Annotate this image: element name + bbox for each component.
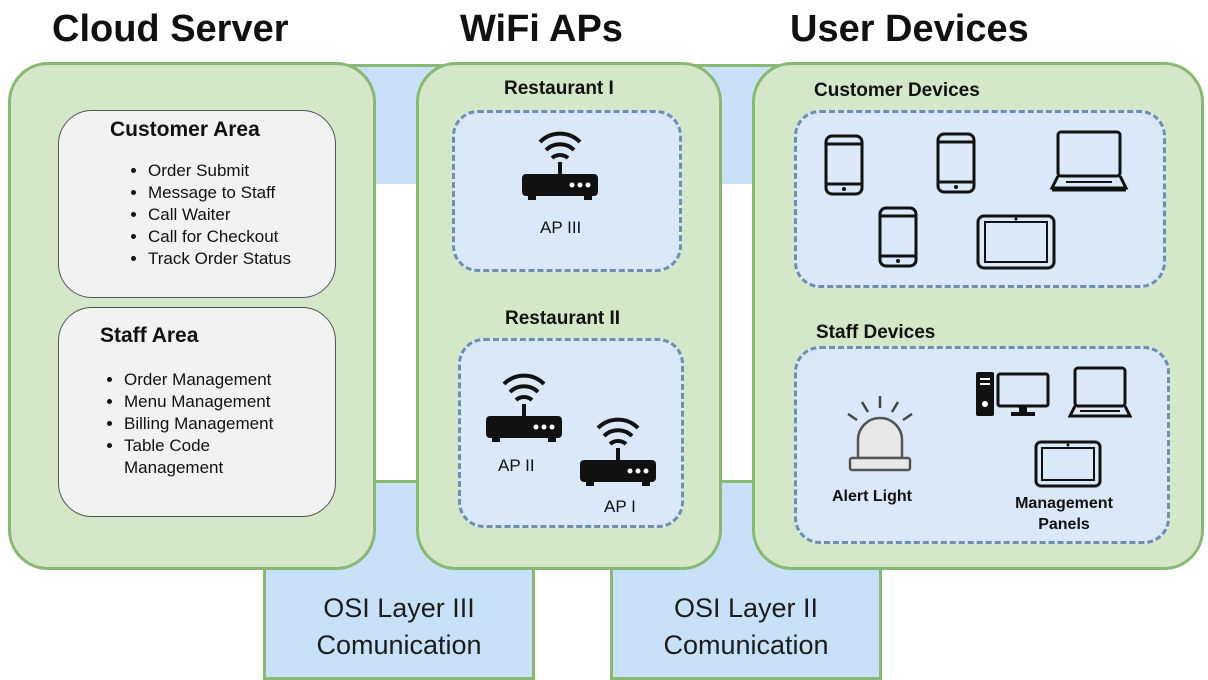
management-panels-line2: Panels bbox=[1038, 516, 1090, 533]
staff-devices-title: Staff Devices bbox=[816, 322, 936, 343]
smartphone-icon bbox=[878, 206, 918, 268]
staff-area-title: Staff Area bbox=[100, 324, 199, 347]
tablet-icon bbox=[1034, 440, 1102, 488]
customer-area-list: Order Submit Message to Staff Call Waite… bbox=[126, 160, 291, 270]
staff-area-list: Order Management Menu Management Billing… bbox=[102, 369, 334, 479]
desktop-computer-icon bbox=[976, 372, 1050, 416]
list-item: Call for Checkout bbox=[148, 226, 291, 248]
alert-light-label: Alert Light bbox=[832, 488, 912, 505]
tablet-icon bbox=[976, 214, 1056, 270]
list-item: Track Order Status bbox=[148, 248, 291, 270]
customer-area-card bbox=[58, 110, 336, 298]
osi-layer-3-line1: OSI Layer III bbox=[323, 593, 475, 623]
staff-area-card bbox=[58, 307, 336, 517]
wifi-router-icon bbox=[580, 417, 656, 486]
laptop-icon bbox=[1067, 366, 1133, 418]
osi-layer-3-line2: Comunication bbox=[316, 630, 482, 660]
osi-layer-2-line2: Comunication bbox=[663, 630, 829, 660]
ap-3-label: AP III bbox=[540, 218, 582, 237]
ap-2-label: AP II bbox=[498, 456, 535, 475]
wifi-aps-title: WiFi APs bbox=[460, 8, 623, 50]
list-item: Table Code Management bbox=[124, 435, 244, 479]
laptop-icon bbox=[1049, 130, 1129, 192]
customer-devices-group bbox=[794, 110, 1166, 288]
customer-devices-title: Customer Devices bbox=[814, 80, 980, 101]
user-devices-title: User Devices bbox=[790, 8, 1029, 50]
smartphone-icon bbox=[824, 134, 864, 196]
management-panels-label: Management Panels bbox=[1000, 493, 1128, 535]
ap-1-label: AP I bbox=[604, 497, 636, 516]
restaurant-2-title: Restaurant II bbox=[505, 308, 621, 329]
cloud-server-title: Cloud Server bbox=[52, 8, 289, 50]
list-item: Order Submit bbox=[148, 160, 291, 182]
management-panels-line1: Management bbox=[1015, 495, 1113, 512]
wifi-router-icon bbox=[486, 373, 562, 442]
alert-light-icon bbox=[847, 396, 913, 472]
restaurant-1-title: Restaurant I bbox=[504, 78, 614, 99]
list-item: Order Management bbox=[124, 369, 334, 391]
list-item: Billing Management bbox=[124, 413, 334, 435]
list-item: Call Waiter bbox=[148, 204, 291, 226]
smartphone-icon bbox=[936, 132, 976, 194]
list-item: Message to Staff bbox=[148, 182, 291, 204]
osi-layer-3-label: OSI Layer III Comunication bbox=[263, 590, 535, 664]
osi-layer-2-line1: OSI Layer II bbox=[673, 593, 819, 623]
wifi-router-icon bbox=[522, 131, 598, 200]
list-item: Menu Management bbox=[124, 391, 334, 413]
osi-layer-2-label: OSI Layer II Comunication bbox=[610, 590, 882, 664]
customer-area-title: Customer Area bbox=[110, 118, 260, 141]
